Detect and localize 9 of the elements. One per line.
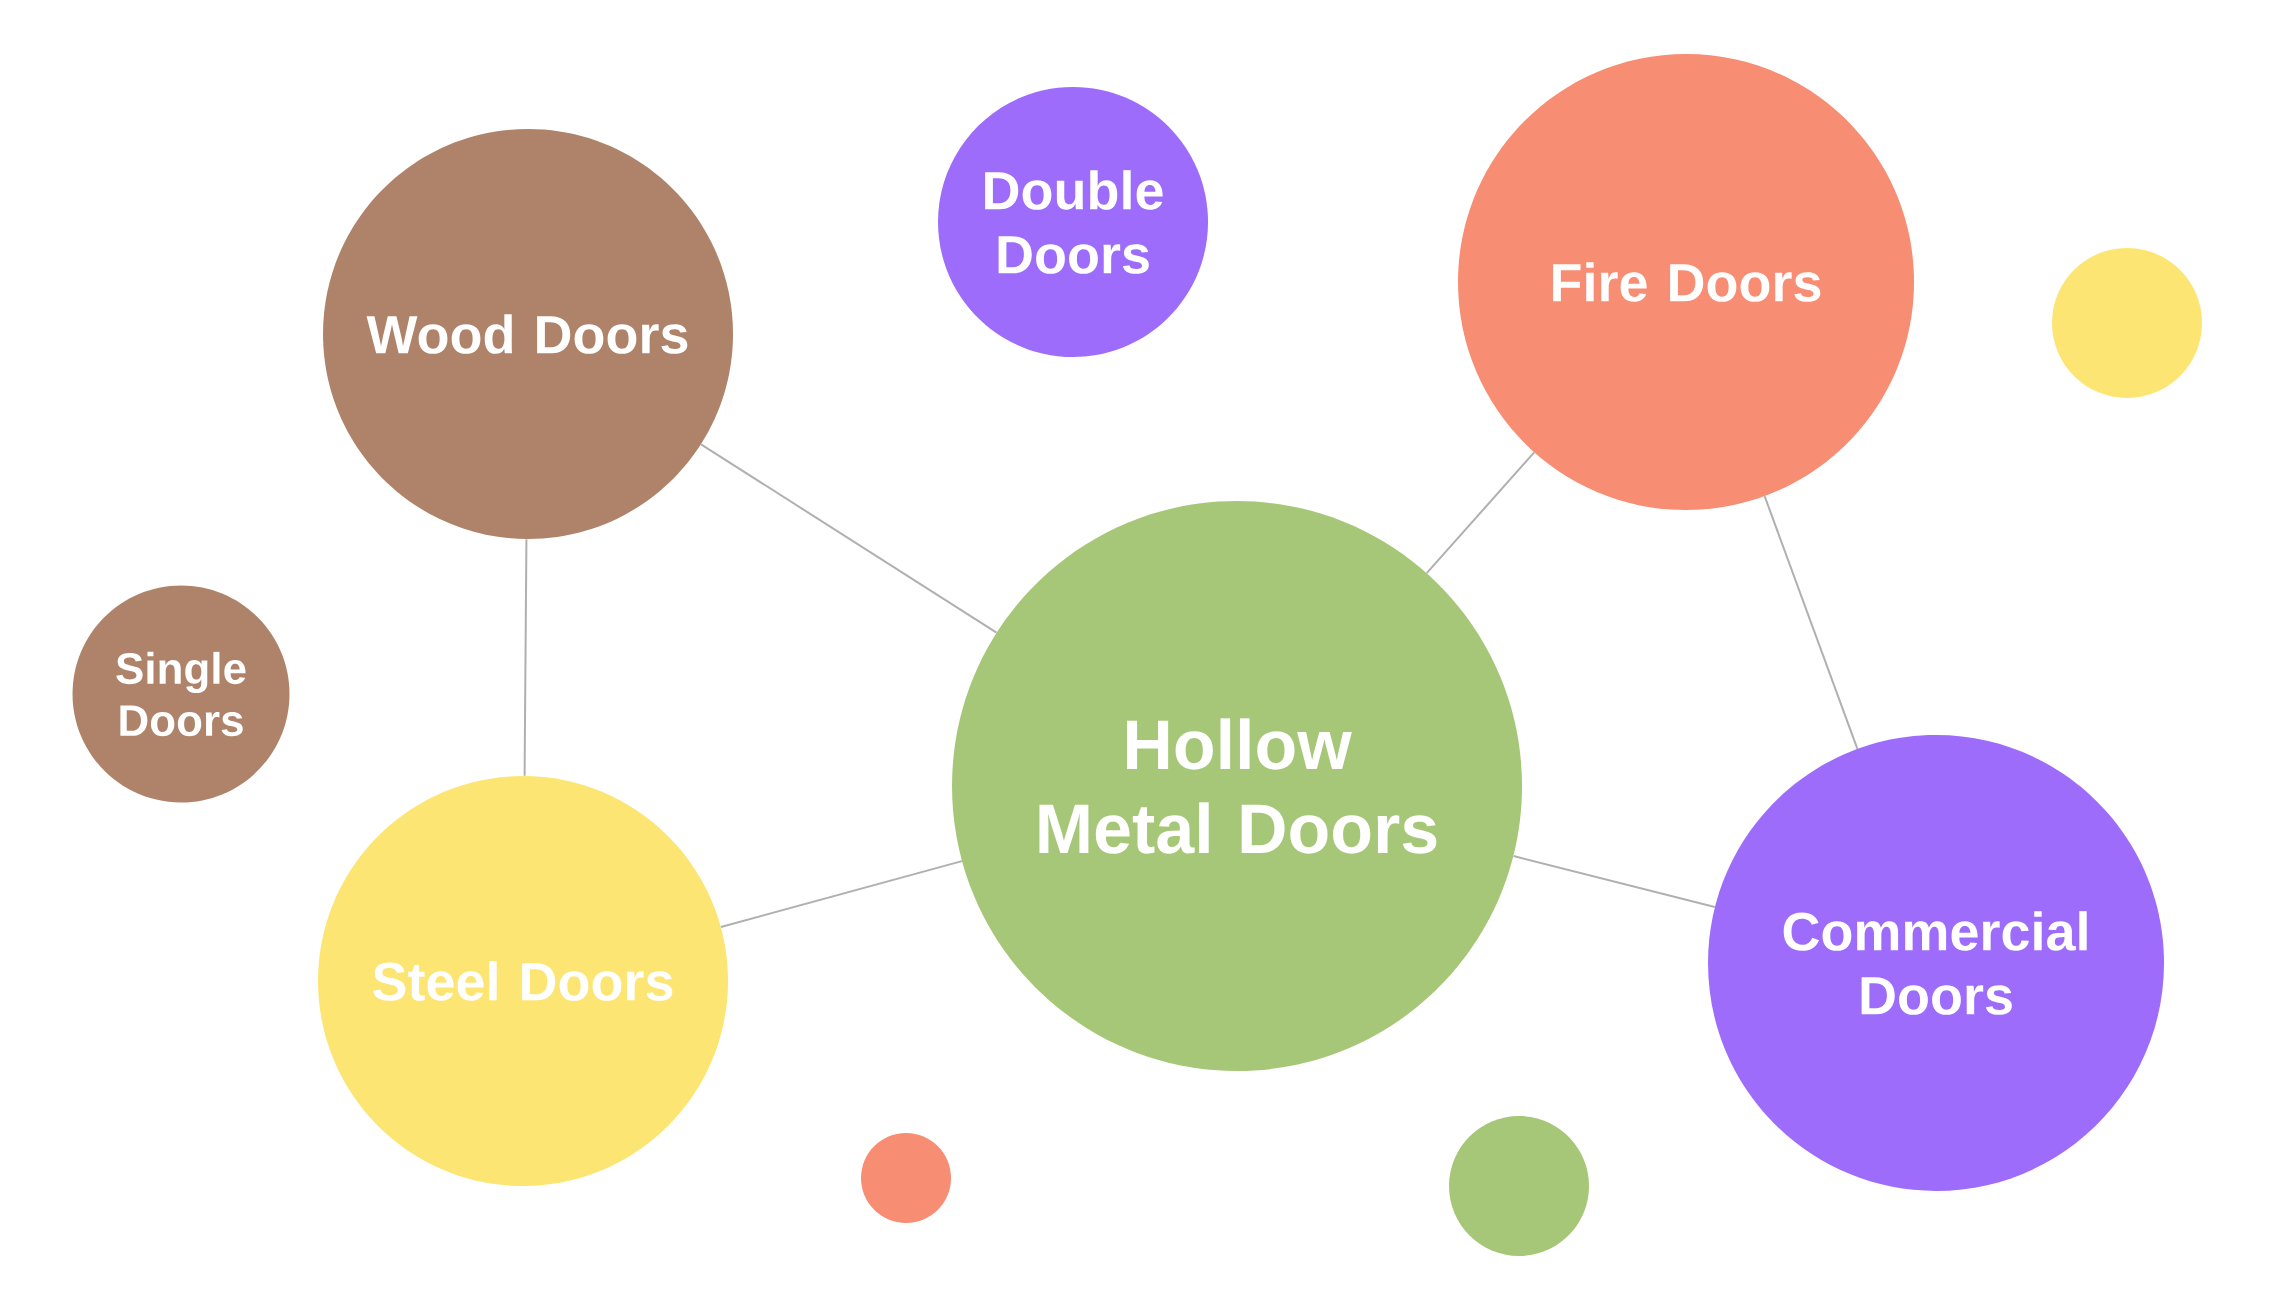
connector-line [700,443,998,634]
circle [861,1133,951,1223]
connector-line [1425,451,1536,575]
connector-line [719,860,963,928]
connector-line [1512,855,1716,908]
circle [1449,1116,1589,1256]
circle [2052,248,2202,398]
connector-line [1763,495,1859,750]
connector-line [523,538,528,777]
